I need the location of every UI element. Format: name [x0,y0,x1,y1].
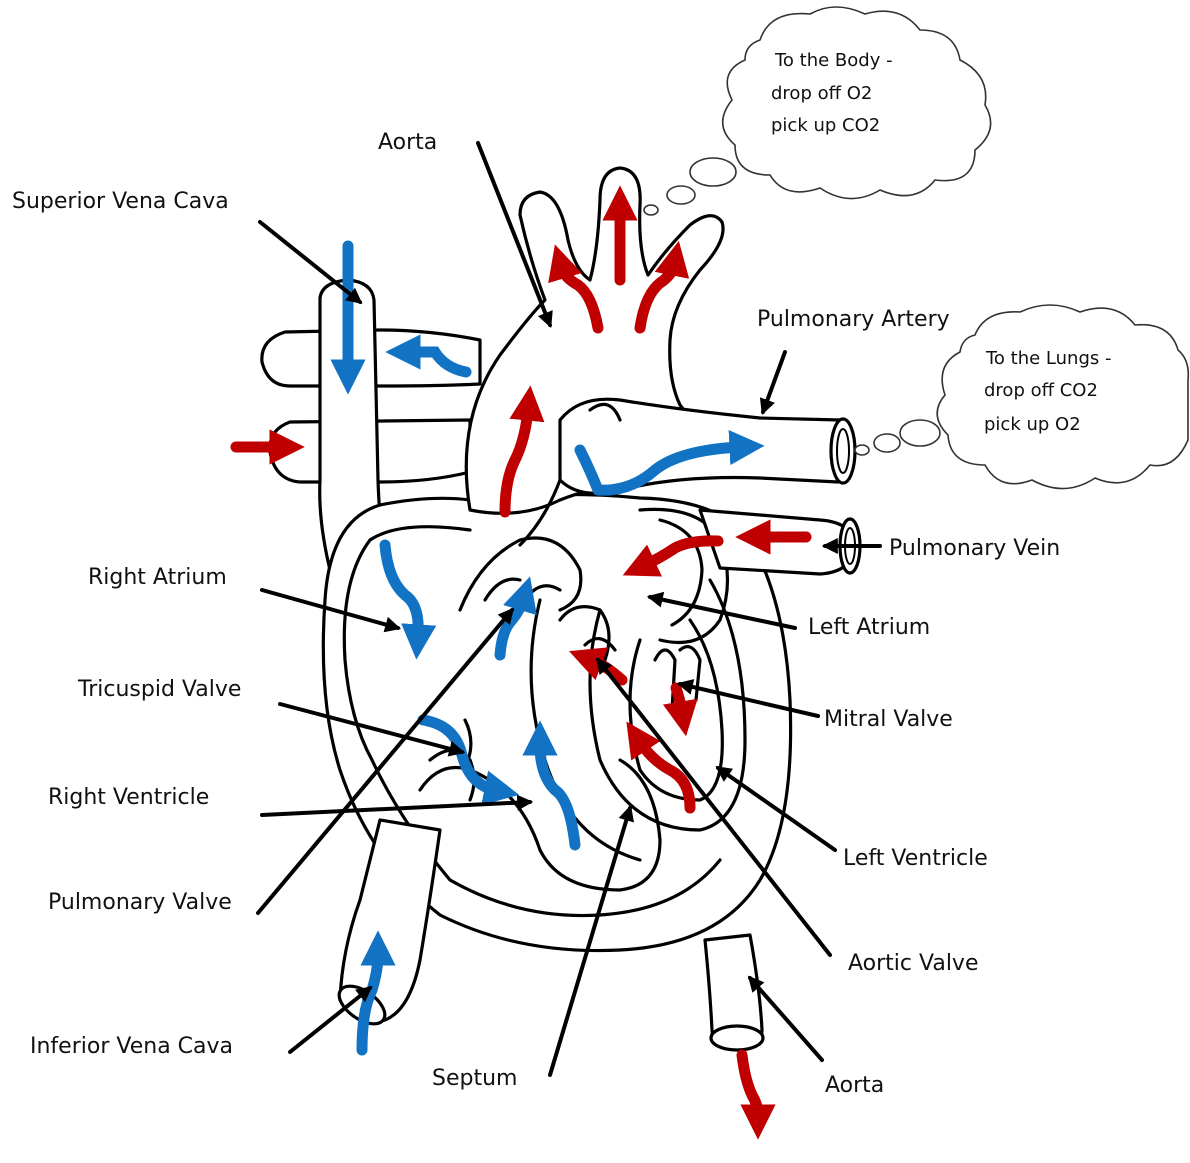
label-aortic-valve: Aortic Valve [848,951,979,976]
label-pulmonary-vein: Pulmonary Vein [889,536,1060,561]
lungs-cloud-line2: drop off CO2 [984,380,1098,401]
red-arrow-descending-aorta [742,1055,758,1115]
lungs-cloud: To the Lungs - drop off CO2 pick up O2 [855,305,1188,489]
label-mitral-valve: Mitral Valve [824,707,953,732]
body-cloud-line1: To the Body - [774,50,893,71]
label-right-ventricle: Right Ventricle [48,785,209,810]
body-cloud-line3: pick up CO2 [771,115,880,136]
label-inferior-vena-cava: Inferior Vena Cava [30,1034,233,1059]
label-pulmonary-valve: Pulmonary Valve [48,890,232,915]
body-cloud-bubble-small [644,205,658,215]
body-cloud-bubble-medium [667,186,695,204]
lungs-cloud-bubble-small [855,445,869,455]
body-cloud-line2: drop off O2 [771,83,872,104]
label-aorta-bottom: Aorta [825,1073,884,1098]
label-left-ventricle: Left Ventricle [843,846,988,871]
lungs-cloud-bubble-large [900,420,940,446]
label-right-atrium: Right Atrium [88,565,227,590]
label-tricuspid-valve: Tricuspid Valve [77,677,241,702]
body-cloud: To the Body - drop off O2 pick up CO2 [644,7,991,215]
pointer-pulmonary-artery [763,352,785,412]
body-cloud-bubble-large [690,158,736,186]
lungs-cloud-line1: To the Lungs - [985,348,1111,369]
label-aorta-top: Aorta [378,130,437,155]
descending-aorta-opening [711,1026,763,1050]
label-left-atrium: Left Atrium [808,615,930,640]
label-pulmonary-artery: Pulmonary Artery [757,307,950,332]
lungs-cloud-line3: pick up O2 [984,414,1081,435]
label-superior-vena-cava: Superior Vena Cava [12,189,229,214]
lungs-cloud-bubble-medium [874,434,900,452]
label-septum: Septum [432,1066,517,1091]
red-arrow-mitral [676,688,682,712]
